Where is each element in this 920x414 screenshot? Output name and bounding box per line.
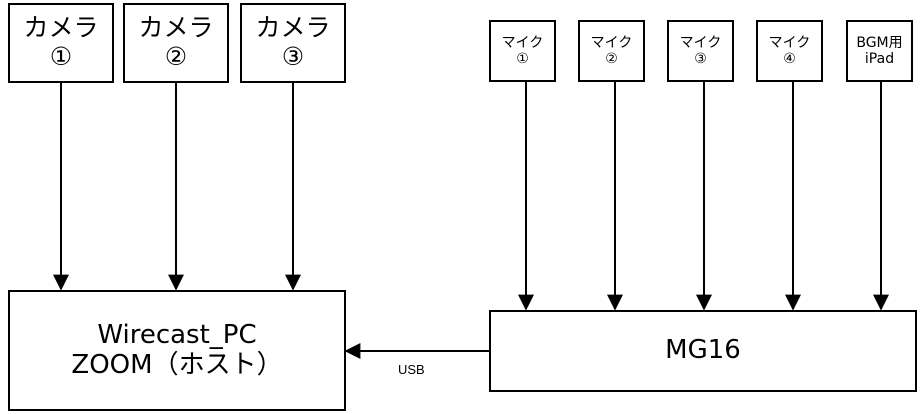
camera-3-number: ③: [281, 42, 305, 71]
bgm-label: BGM用: [856, 34, 903, 51]
pc-box: Wirecast_PC ZOOM（ホスト）: [8, 290, 346, 411]
mic-4-label: マイク: [768, 34, 811, 51]
pc-subtitle: ZOOM（ホスト）: [71, 349, 283, 380]
mic-3-box: マイク ③: [667, 20, 734, 82]
camera-2-box: カメラ ②: [123, 3, 229, 83]
mic-1-box: マイク ①: [489, 20, 556, 82]
camera-2-label: カメラ: [138, 13, 214, 43]
camera-1-box: カメラ ①: [8, 3, 114, 83]
usb-label: USB: [398, 362, 425, 377]
ipad-label: iPad: [864, 51, 895, 67]
camera-3-label: カメラ: [255, 13, 331, 43]
mg16-mixer-box: MG16: [489, 310, 917, 392]
mic-3-number: ③: [694, 51, 707, 67]
camera-3-box: カメラ ③: [240, 3, 346, 83]
camera-1-label: カメラ: [23, 13, 99, 43]
mic-1-number: ①: [516, 51, 529, 67]
camera-1-number: ①: [49, 42, 73, 71]
mic-3-label: マイク: [679, 34, 722, 51]
mic-4-number: ④: [783, 51, 796, 67]
mic-2-number: ②: [605, 51, 618, 67]
mic-4-box: マイク ④: [756, 20, 823, 82]
camera-2-number: ②: [164, 42, 188, 71]
mg16-label: MG16: [665, 335, 741, 366]
pc-title: Wirecast_PC: [97, 319, 257, 350]
mic-2-box: マイク ②: [578, 20, 645, 82]
bgm-ipad-box: BGM用 iPad: [846, 20, 913, 82]
mic-1-label: マイク: [501, 34, 544, 51]
mic-2-label: マイク: [590, 34, 633, 51]
